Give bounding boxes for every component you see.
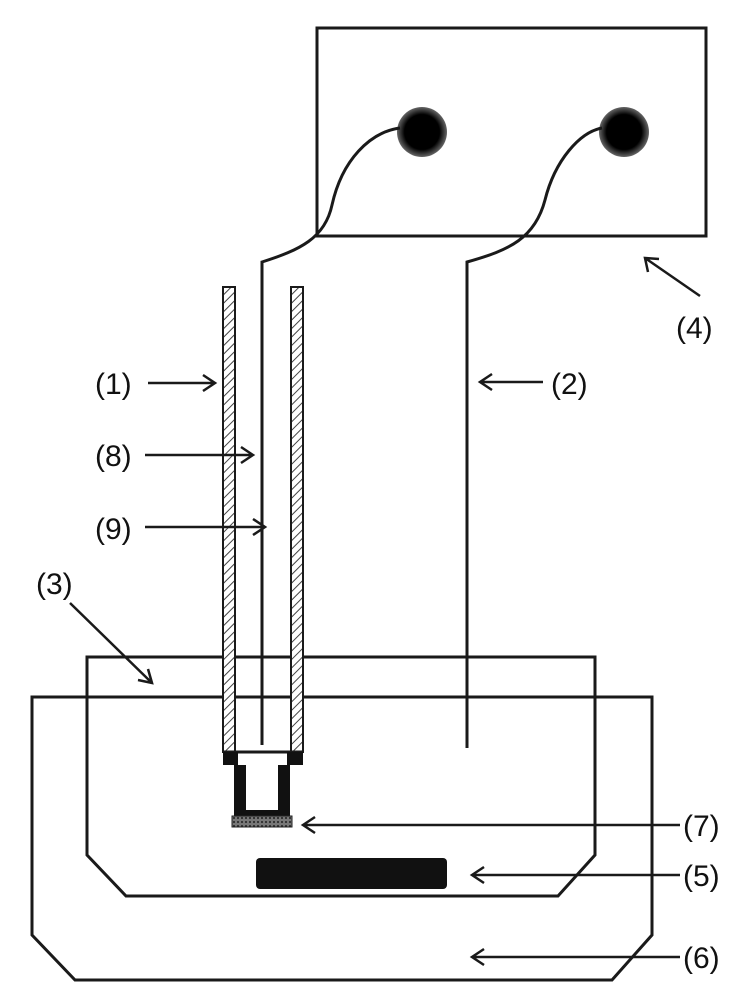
stir-bar	[256, 858, 447, 889]
label-9: (9)	[95, 513, 132, 546]
arrow-4	[643, 256, 701, 298]
label-2: (2)	[551, 368, 588, 401]
inner-vessel	[85, 655, 597, 898]
arrow-2	[477, 372, 543, 392]
terminal-left	[397, 107, 447, 157]
arrow-1	[148, 373, 218, 393]
tube-wall-right	[290, 286, 304, 753]
arrow-3	[69, 602, 154, 685]
label-8: (8)	[95, 440, 132, 473]
label-6: (6)	[683, 942, 720, 975]
tip-holder	[223, 752, 303, 820]
label-1: (1)	[95, 368, 132, 401]
instrument-box	[315, 26, 708, 238]
arrow-9	[145, 517, 268, 537]
arrow-7	[300, 815, 680, 835]
membrane	[231, 815, 293, 828]
wire-left	[260, 126, 401, 745]
arrow-8	[145, 445, 256, 465]
arrow-5	[469, 865, 680, 885]
wire-right	[465, 126, 603, 748]
label-4: (4)	[676, 312, 713, 345]
outer-bath	[30, 695, 654, 982]
terminal-right	[599, 107, 649, 157]
label-5: (5)	[683, 860, 720, 893]
label-7: (7)	[683, 810, 720, 843]
arrow-6	[469, 947, 680, 967]
label-3: (3)	[36, 568, 73, 601]
tube-wall-left	[222, 286, 236, 753]
